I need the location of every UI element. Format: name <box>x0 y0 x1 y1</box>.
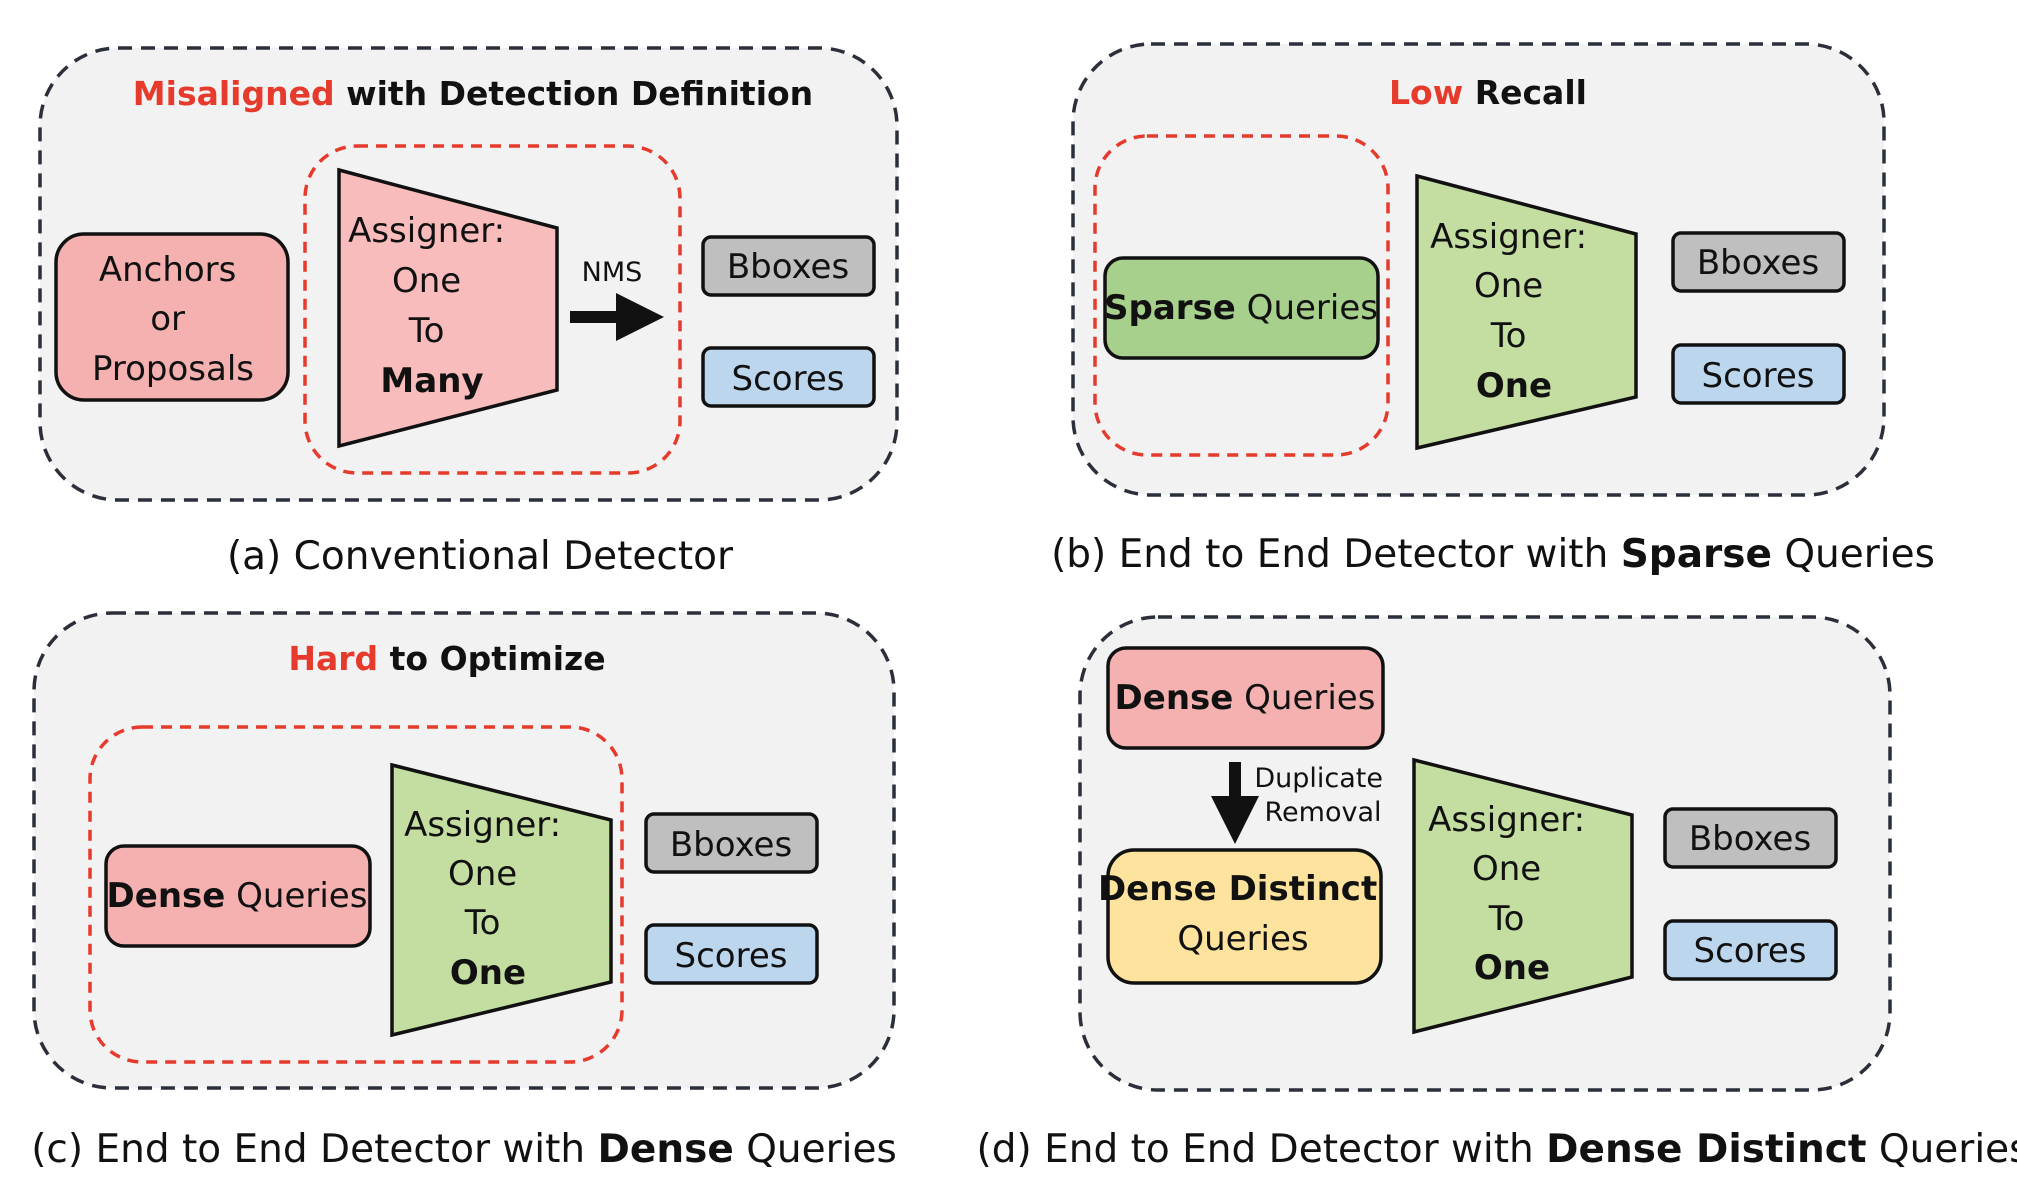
panel-d-caption: (d) End to End Detector with Dense Disti… <box>977 1127 2017 1172</box>
scores-box <box>701 346 876 408</box>
assigner-one-b: One <box>1474 266 1543 306</box>
dense-queries-box-d <box>1106 646 1385 750</box>
assigner-one2-d: One <box>1474 948 1550 988</box>
bboxes-box-c <box>644 812 819 874</box>
dense-distinct-label: Dense Distinct <box>1098 869 1377 909</box>
assigner-one-to-one-c <box>390 762 613 1038</box>
dense-distinct-queries-box <box>1106 848 1383 985</box>
panel-a-title: Misaligned with Detection Definition <box>133 74 813 113</box>
sparse-queries-box <box>1103 256 1380 360</box>
anchors-proposals-box <box>54 232 290 402</box>
panel-c-caption: (c) End to End Detector with Dense Queri… <box>31 1127 897 1172</box>
assigner-label-b: Assigner: <box>1430 217 1587 257</box>
bboxes-label-c: Bboxes <box>670 825 792 865</box>
bboxes-box-d <box>1663 807 1838 869</box>
assigner-one2-b: One <box>1476 366 1552 406</box>
assigner-one-to-one-d <box>1412 757 1634 1035</box>
duplicate-label: Duplicate <box>1254 763 1383 794</box>
assigner-one-c: One <box>448 854 517 894</box>
panel-a-caption: (a) Conventional Detector <box>227 534 734 579</box>
svg-text:Duplicate Removal: Duplicate Removal <box>1254 763 1391 828</box>
svg-text:Anchors or Proposa: Anchors or Proposals <box>92 250 254 389</box>
assigner-one-to-many <box>337 167 559 449</box>
svg-text:Dense Distinct Queries: Dense Distinct Queries <box>1098 869 1388 959</box>
scores-label: Scores <box>732 359 845 399</box>
assigner-to-c: To <box>464 903 501 943</box>
scores-label-d: Scores <box>1694 931 1807 971</box>
nms-label: NMS <box>582 257 643 288</box>
scores-label-c: Scores <box>675 936 788 976</box>
scores-box-d <box>1663 919 1838 981</box>
dense-queries-label-d: Dense Queries <box>1115 678 1376 718</box>
panel-b-caption: (b) End to End Detector with Sparse Quer… <box>1051 532 1935 577</box>
or-label: or <box>150 299 185 339</box>
assigner-one: One <box>392 261 461 301</box>
bboxes-box-b <box>1671 231 1846 293</box>
panel-c-highlight <box>88 725 624 1064</box>
bboxes-label-b: Bboxes <box>1697 243 1819 283</box>
assigner-to-d: To <box>1488 899 1525 939</box>
assigner-to: To <box>408 311 445 351</box>
assigner-label: Assigner: <box>348 211 505 251</box>
proposals-label: Proposals <box>92 349 254 389</box>
scores-box-c <box>644 923 819 985</box>
scores-box-b <box>1671 343 1846 405</box>
assigner-one-d: One <box>1472 849 1541 889</box>
bboxes-label-d: Bboxes <box>1689 819 1811 859</box>
panel-b: Low Recall Sparse Queries Assigner: One … <box>1051 42 1935 577</box>
assigner-many: Many <box>380 361 483 401</box>
panel-c-title: Hard to Optimize <box>288 639 605 678</box>
removal-label: Removal <box>1264 797 1381 828</box>
svg-text:Assigner: One To: Assigner: One To One <box>1428 800 1596 988</box>
panel-a: Misaligned with Detection Definition Anc… <box>38 46 899 579</box>
svg-text:Assigner: One To: Assigner: One To One <box>404 805 572 993</box>
bboxes-box <box>701 235 876 297</box>
distinct-queries-label: Queries <box>1177 919 1308 959</box>
assigner-to-b: To <box>1490 316 1527 356</box>
dense-queries-box-c <box>104 844 372 948</box>
assigner-one2-c: One <box>450 953 526 993</box>
panel-c: Hard to Optimize Dense Queries Assigner:… <box>31 611 897 1172</box>
sparse-queries-label: Sparse Queries <box>1104 288 1378 328</box>
panel-a-highlight <box>303 144 682 475</box>
panel-b-title: Low Recall <box>1389 73 1587 112</box>
bboxes-label: Bboxes <box>727 247 849 287</box>
svg-text:Assigner: One To: Assigner: One To Many <box>348 211 516 401</box>
assigner-label-d: Assigner: <box>1428 800 1585 840</box>
anchors-label: Anchors <box>99 250 237 290</box>
svg-text:Assigner: One To: Assigner: One To One <box>1430 217 1598 406</box>
scores-label-b: Scores <box>1702 356 1815 396</box>
assigner-label-c: Assigner: <box>404 805 561 845</box>
panel-d: Dense Queries Duplicate Removal Dense Di… <box>977 615 2017 1172</box>
dense-queries-label-c: Dense Queries <box>107 876 368 916</box>
assigner-one-to-one-b <box>1415 173 1638 451</box>
